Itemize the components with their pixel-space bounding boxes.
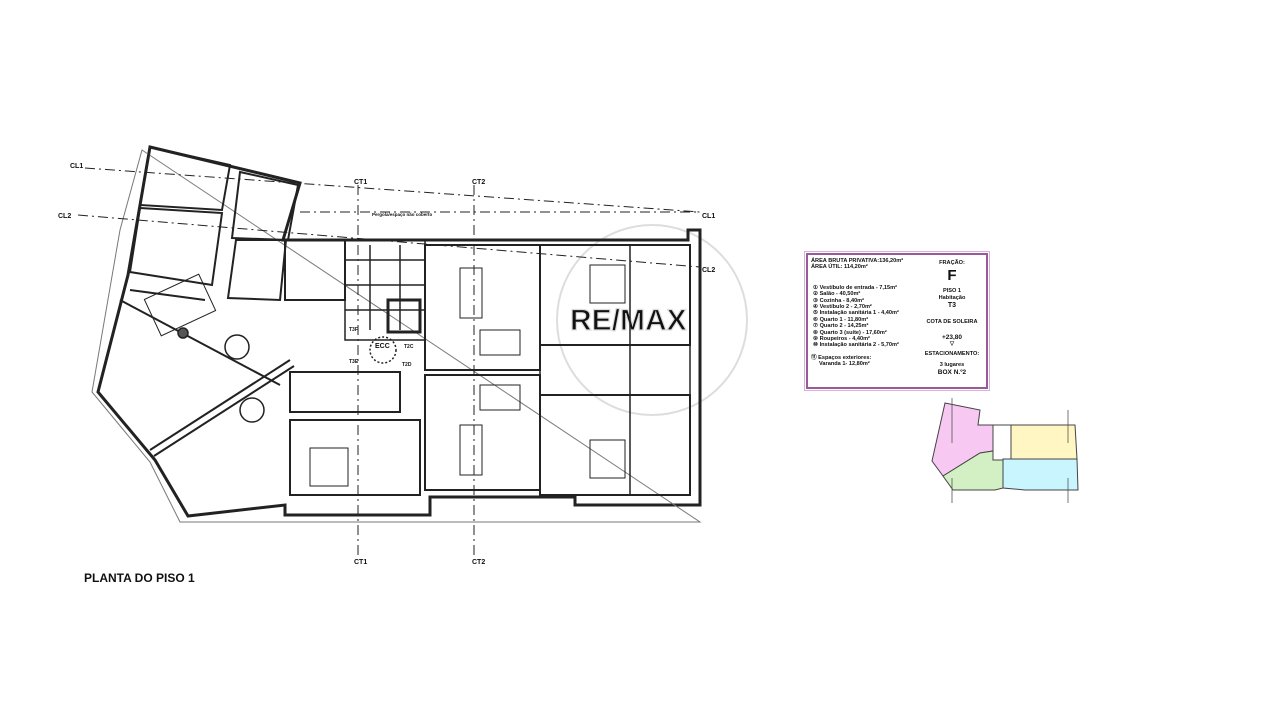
typology: T3 xyxy=(947,302,957,309)
room-item: ⑤ Instalação sanitária 1 - 4,40m² xyxy=(813,310,899,317)
key-core xyxy=(992,424,1012,461)
room-item: ④ Vestíbulo 2 - 2,70m² xyxy=(813,304,872,311)
section-mark-ct2-bottom: CT2 xyxy=(472,559,485,566)
dining-tables xyxy=(177,327,265,423)
room-item: ③ Cozinha - 8,40m² xyxy=(813,297,865,304)
section-mark-cl2: CL2 xyxy=(58,213,71,220)
floor-level: PISO 1 xyxy=(942,288,962,294)
gross-area: ÁREA BRUTA PRIVATIVA:136,20m² xyxy=(811,258,904,264)
section-mark-cl2-right: CL2 xyxy=(702,267,715,274)
level-triangle-icon: ▽ xyxy=(949,341,955,347)
central-rooms xyxy=(143,244,691,496)
stair-core xyxy=(289,239,426,413)
room-item: ① Vestíbulo de entrada - 7,15m² xyxy=(813,284,897,291)
exterior-title: ⑪ Espaços exteriores: xyxy=(811,354,872,361)
room-item: ② Salão - 40,50m² xyxy=(813,291,861,298)
threshold-label: COTA DE SOLEIRA xyxy=(926,319,978,325)
core-label-ecc: ECC xyxy=(375,343,390,350)
fraction-value: F xyxy=(947,267,957,284)
room-item: ⑦ Quarto 2 - 14,25m² xyxy=(813,323,869,330)
core-label-t2c: T2C xyxy=(404,344,414,350)
room-item: ⑨ Roupeiros - 4,40m² xyxy=(813,336,870,343)
useful-area: ÁREA ÚTIL: 114,20m² xyxy=(811,264,868,271)
pergola-note: Pergola/espaço não coberto xyxy=(372,212,433,217)
section-lines xyxy=(77,167,701,555)
key-fraction-yellow xyxy=(1010,424,1078,460)
section-mark-cl1-right: CL1 xyxy=(702,213,715,220)
parking-label: ESTACIONAMENTO: xyxy=(924,351,980,357)
core-label-t3e: T3E xyxy=(349,359,359,365)
fraction-label: FRAÇÃO: xyxy=(939,260,965,266)
svg-text:RE/MAX: RE/MAX xyxy=(570,304,687,337)
terrace-outline xyxy=(91,149,702,523)
fraction-legend-box: ÁREA BRUTA PRIVATIVA:136,20m² ÁREA ÚTIL:… xyxy=(804,251,990,391)
core-label-t2d: T2D xyxy=(402,362,412,368)
key-plan xyxy=(931,398,1079,503)
threshold-value: +23,80 xyxy=(941,334,963,341)
section-mark-ct1-top: CT1 xyxy=(354,179,367,186)
section-mark-cl1: CL1 xyxy=(70,163,83,170)
core-label-t3f: T3F xyxy=(349,327,358,333)
section-mark-ct2-top: CT2 xyxy=(472,179,485,186)
room-item: ⑧ Quarto 3 (suíte) - 17,60m² xyxy=(813,329,887,336)
parking-box: BOX N.º2 xyxy=(937,369,967,376)
building-outline xyxy=(96,145,702,518)
room-item: ⑥ Quarto 1 - 11,80m² xyxy=(813,316,869,323)
parking-spaces: 3 lugares xyxy=(939,362,965,368)
left-wing-rooms xyxy=(119,145,346,457)
key-fraction-cyan xyxy=(1002,458,1079,491)
room-item: ⑩ Instalação sanitária 2 - 5,70m² xyxy=(813,342,899,349)
exterior-value: Varanda 1- 12,80m² xyxy=(819,361,870,368)
section-mark-ct1-bottom: CT1 xyxy=(354,559,367,566)
watermark-logo: RE/MAX xyxy=(556,224,748,416)
plan-title: PLANTA DO PISO 1 xyxy=(84,571,195,585)
use-type: Habitação xyxy=(938,295,966,301)
